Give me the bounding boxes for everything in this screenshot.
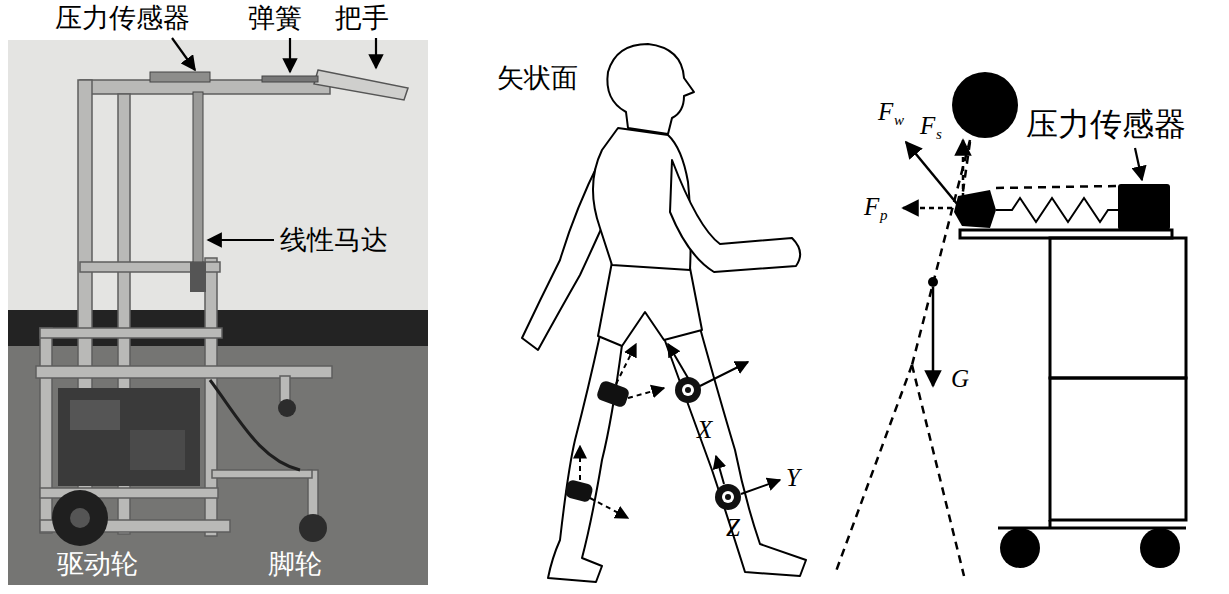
robot-photo	[190, 262, 206, 292]
schematic	[1118, 184, 1170, 230]
leader-arrow	[208, 239, 274, 241]
robot-photo	[299, 514, 327, 542]
schematic	[1049, 520, 1052, 528]
human-figure	[607, 44, 694, 134]
force-symbol: F	[920, 112, 935, 141]
force-arrow	[903, 140, 963, 386]
robot-photo	[8, 346, 428, 585]
human-figure	[522, 44, 806, 582]
leader-arrow	[375, 38, 377, 68]
schematic	[960, 230, 1186, 528]
schematic	[912, 365, 964, 576]
robot-photo	[212, 470, 312, 478]
axis-label: Y	[786, 464, 800, 493]
part-label: 把手	[335, 2, 389, 33]
part-label: 驱动轮	[57, 548, 138, 579]
sensor-unit	[725, 494, 731, 500]
robot-photo	[8, 310, 428, 346]
robot-photo	[70, 400, 120, 430]
sensor-unit	[715, 484, 741, 510]
force-arrow	[903, 207, 952, 210]
robot-photo	[8, 346, 428, 585]
robot-photo	[8, 40, 428, 585]
axis-arrow	[590, 498, 628, 518]
sensor-unit	[675, 377, 701, 403]
robot-photo	[52, 490, 108, 546]
part-label: 压力传感器	[55, 2, 190, 33]
axis-label: Z	[726, 514, 740, 543]
force-subscript: w	[894, 112, 904, 129]
force-symbol: G	[951, 365, 969, 394]
schematic	[1050, 378, 1186, 520]
schematic	[954, 190, 996, 228]
robot-photo	[210, 380, 300, 470]
schematic	[912, 140, 970, 365]
human-figure	[664, 328, 806, 576]
schematic	[1140, 528, 1180, 568]
force-arrow	[962, 140, 965, 198]
robot-photo	[262, 76, 318, 82]
robot-photo	[150, 72, 210, 82]
leader-arrow	[1135, 148, 1142, 180]
robot-photo	[58, 388, 200, 486]
sensor-unit	[685, 387, 691, 393]
sensor-unit	[595, 379, 630, 408]
robot-photo	[36, 80, 332, 536]
robot-photo	[40, 328, 52, 533]
force-subscript: p	[880, 207, 888, 224]
schematic	[996, 198, 1118, 222]
human-figure	[670, 160, 800, 272]
robot-photo	[278, 399, 296, 417]
robot-photo	[8, 40, 428, 312]
robot-photo	[40, 328, 222, 338]
schematic	[996, 186, 1116, 188]
axis-arrow	[668, 344, 688, 378]
leader-arrow	[289, 38, 291, 72]
robot-photo	[130, 430, 185, 470]
axis-arrow	[616, 344, 636, 384]
axis-arrow	[716, 456, 724, 484]
schematic	[835, 365, 912, 574]
robot-photo	[70, 508, 90, 528]
human-figure	[598, 262, 702, 346]
force-arrow	[932, 287, 935, 386]
part-label: 压力传感器	[1026, 106, 1186, 143]
sensor-unit	[722, 491, 734, 503]
force-symbol: F	[878, 98, 893, 127]
schematic	[952, 72, 1018, 138]
sensor-unit	[564, 377, 741, 510]
schematic	[835, 72, 1186, 576]
robot-photo	[280, 376, 290, 402]
robot-photo	[193, 92, 203, 262]
part-label: 弹簧	[248, 2, 302, 33]
schematic	[835, 140, 1116, 576]
schematic	[1050, 238, 1186, 378]
axis-arrow	[700, 362, 748, 386]
robot-photo	[314, 70, 408, 100]
axis-arrow	[741, 480, 780, 494]
sensor-unit	[682, 384, 694, 396]
force-subscript: s	[936, 126, 942, 143]
schematic	[1000, 528, 1040, 568]
axis-arrow	[628, 388, 664, 398]
force-arrow	[906, 142, 958, 205]
part-label: 线性马达	[280, 224, 388, 255]
force-symbol: F	[864, 193, 879, 222]
axis-arrow	[580, 344, 780, 518]
schematic	[928, 277, 938, 287]
human-figure	[548, 335, 622, 582]
plane-label: 矢状面	[497, 62, 578, 93]
part-label: 脚轮	[268, 548, 322, 579]
axis-label: X	[697, 416, 712, 445]
sensor-unit	[564, 479, 594, 503]
leader-arrow	[172, 38, 195, 70]
axis-arrow	[579, 446, 581, 480]
